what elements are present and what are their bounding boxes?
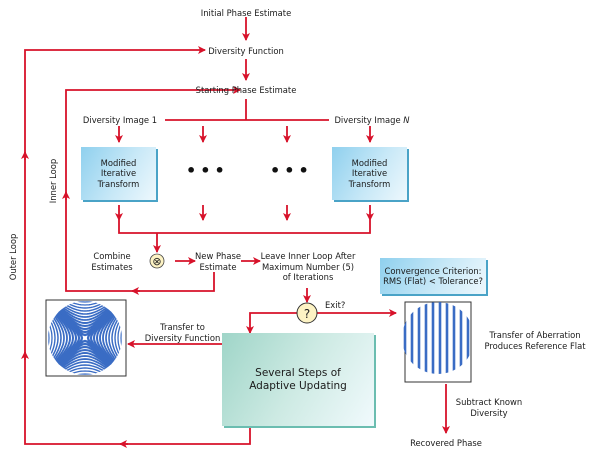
- inner-loop-label: Inner Loop: [48, 158, 58, 204]
- collection-bar: [118, 220, 371, 234]
- astigmatic-fringe-image: [45, 299, 127, 377]
- transfer-aberration-line-1: Transfer of Aberration: [489, 330, 581, 340]
- decision-symbol: ?: [304, 307, 310, 321]
- ellipsis-branch-3: •••: [270, 161, 313, 180]
- fringe-line: [48, 301, 53, 375]
- decision-node: [296, 302, 318, 324]
- diversity-image-n-index: N: [403, 115, 410, 125]
- exit-label: Exit?: [325, 300, 346, 310]
- diversity-image-n-prefix: Diversity Image: [334, 115, 404, 125]
- fringe-line: [120, 301, 122, 375]
- fringe-line: [114, 301, 122, 375]
- fringe-line: [48, 364, 122, 375]
- combine-estimates-line-1: Combine: [93, 251, 131, 261]
- transform-box-n: Modified Iterative Transform: [332, 147, 407, 200]
- transfer-diversity-label: Transfer to Diversity Function: [140, 322, 225, 343]
- combine-estimates-label: Combine Estimates: [84, 251, 140, 272]
- convergence-line-1: Convergence Criterion:: [384, 265, 482, 276]
- subtract-diversity-line-2: Diversity: [470, 407, 508, 418]
- combine-node: [149, 253, 165, 269]
- transfer-diversity-line-1: Transfer to: [160, 322, 205, 332]
- transform-box-n-line-3: Transform: [348, 178, 391, 189]
- combine-estimates-line-2: Estimates: [91, 261, 133, 272]
- leave-inner-loop-line-1: Leave Inner Loop After: [260, 251, 356, 261]
- flat-fringe-image: [403, 301, 472, 383]
- arrow-exit-no: [246, 312, 298, 334]
- starting-phase-label: Starting Phase Estimate: [195, 85, 297, 95]
- outer-loop-return: [24, 46, 251, 445]
- new-phase-label: New Phase Estimate: [193, 251, 243, 272]
- transform-box-1-line-2: Iterative: [100, 168, 137, 179]
- leave-inner-loop-line-3: of Iterations: [282, 272, 334, 282]
- adaptive-updating-line-1: Several Steps of: [255, 366, 341, 379]
- transfer-diversity-line-2: Diversity Function: [144, 332, 221, 343]
- subtract-diversity-label: Subtract Known Diversity: [454, 397, 524, 418]
- convergence-criterion-box: Convergence Criterion: RMS (Flat) < Tole…: [380, 258, 486, 294]
- transfer-aberration-label: Transfer of Aberration Produces Referenc…: [480, 330, 590, 351]
- diversity-image-1-label: Diversity Image 1: [82, 115, 158, 125]
- transform-box-n-line-2: Iterative: [351, 168, 388, 179]
- transform-box-1: Modified Iterative Transform: [81, 147, 156, 200]
- leave-inner-loop-label: Leave Inner Loop After Maximum Number (5…: [259, 251, 357, 283]
- ellipsis-branch-2: •••: [186, 161, 229, 180]
- transform-box-1-line-1: Modified: [100, 157, 137, 168]
- transform-box-1-line-3: Transform: [97, 178, 140, 189]
- new-phase-line-1: New Phase: [195, 251, 241, 261]
- leave-inner-loop-line-2: Maximum Number (5): [261, 261, 355, 272]
- fringe-line: [48, 367, 122, 375]
- subtract-diversity-line-1: Subtract Known: [455, 397, 523, 407]
- combine-symbol: ⊗: [152, 255, 161, 268]
- fringe-line: [111, 301, 122, 375]
- fringe-line: [48, 370, 122, 375]
- initial-phase-label: Initial Phase Estimate: [200, 8, 292, 18]
- diversity-image-n-label: Diversity Image N: [332, 115, 412, 126]
- adaptive-updating-line-2: Adaptive Updating: [249, 379, 347, 392]
- adaptive-updating-box: Several Steps of Adaptive Updating: [222, 333, 374, 426]
- fringe-line: [48, 373, 122, 375]
- fringe-line: [48, 301, 122, 306]
- fringe-line: [48, 301, 50, 375]
- fringe-line: [48, 301, 122, 309]
- fringe-line: [48, 301, 122, 312]
- inner-loop-return: [65, 86, 241, 292]
- transfer-aberration-line-2: Produces Reference Flat: [484, 340, 586, 351]
- diversity-function-label: Diversity Function: [208, 46, 284, 56]
- fringe-line: [117, 301, 122, 375]
- new-phase-line-2: Estimate: [199, 261, 237, 272]
- recovered-phase-label: Recovered Phase: [410, 438, 482, 448]
- fringe-line: [48, 301, 59, 375]
- outer-loop-label: Outer Loop: [8, 233, 18, 281]
- fringe-line: [48, 301, 56, 375]
- transform-box-n-line-1: Modified: [351, 157, 388, 168]
- convergence-line-2: RMS (Flat) < Tolerance?: [383, 276, 483, 286]
- fringe-line: [48, 301, 122, 303]
